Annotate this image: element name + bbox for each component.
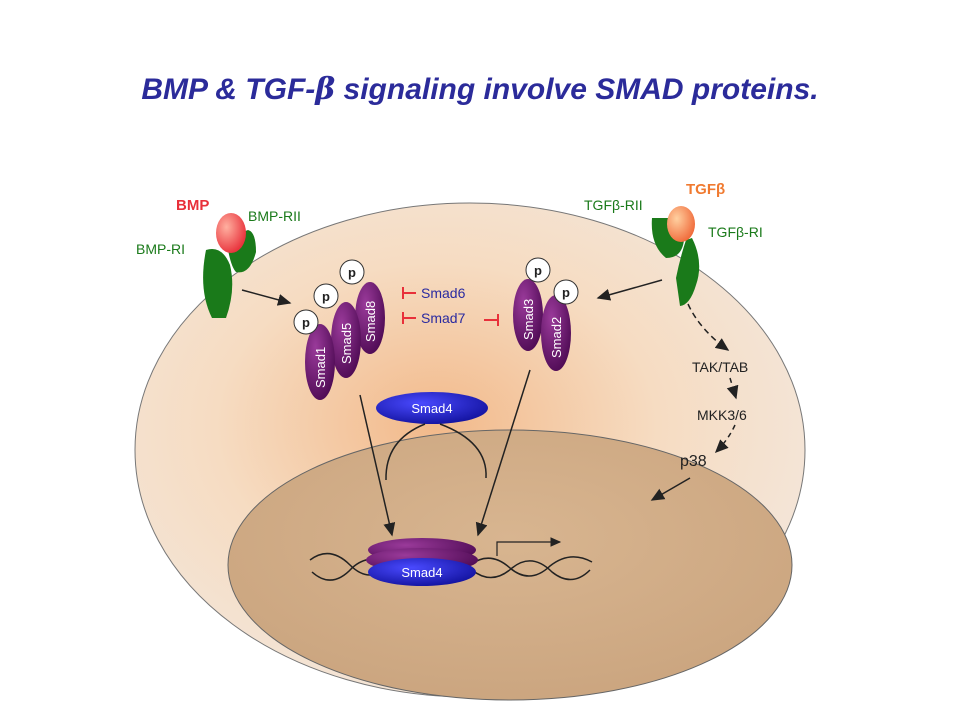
smad4-nucleus-label: Smad4: [401, 565, 442, 580]
inhibit-bar-smad7-right: [484, 314, 499, 326]
tgf-rii-label: TGFβ-RII: [584, 197, 643, 213]
phospho-circle-4: [525, 257, 551, 283]
smad8-shape: [355, 282, 385, 354]
p38-pathway: TAK/TAB MKK3/6 p38: [650, 303, 748, 501]
tgf-ri-receptor: [676, 238, 700, 306]
phospho-label-2: p: [322, 289, 330, 304]
bmp-ri-receptor: [203, 249, 233, 318]
arrow-smad4-left: [385, 423, 426, 481]
title-beta: β: [315, 72, 336, 107]
bmp-label: BMP: [176, 197, 209, 214]
dashed-arrow-mkk-to-p38: [714, 424, 736, 454]
smad8-label: Smad8: [363, 301, 378, 342]
dashed-arrow-tak-to-mkk: [726, 377, 739, 400]
smad1-shape: [305, 324, 335, 400]
smad6-label: Smad6: [421, 285, 466, 301]
bmp-ri-label: BMP-RI: [136, 241, 185, 257]
arrow-tgf-to-smads: [596, 279, 663, 301]
slide-title: BMP & TGF-β signaling involve SMAD prote…: [0, 72, 960, 107]
inhibitor-group: Smad6 Smad7: [402, 285, 499, 326]
arrow-right-smads-to-dna: [475, 369, 531, 537]
smad4-cytoplasm-shape: [376, 392, 488, 424]
smad2-shape: [541, 295, 571, 371]
p38-label: p38: [680, 453, 707, 470]
mkk-label: MKK3/6: [697, 407, 747, 423]
nucleus: [227, 429, 793, 701]
phospho-circle-3: [339, 259, 365, 285]
bmp-rii-label: BMP-RII: [248, 208, 301, 224]
arrow-left-smads-to-dna: [359, 394, 396, 537]
tgf-label: TGFβ: [686, 181, 725, 198]
phospho-circle-5: [553, 279, 579, 305]
phospho-circle-1: [293, 309, 319, 335]
title-suffix: signaling involve SMAD proteins.: [335, 73, 819, 106]
smad-cluster-right: p p Smad3 Smad2: [513, 257, 579, 371]
smad3-label: Smad3: [521, 299, 536, 340]
tgf-rii-receptor: [651, 218, 684, 258]
smad4-cytoplasm-label: Smad4: [411, 401, 452, 416]
phospho-label-5: p: [562, 285, 570, 300]
smad3-shape: [513, 279, 543, 351]
dashed-arrow-receptor-to-tak: [687, 303, 730, 351]
title-prefix: BMP & TGF-: [141, 73, 316, 106]
smad7-label: Smad7: [421, 310, 466, 326]
nuclear-smad-complex: Smad4: [366, 538, 478, 586]
tak-tab-label: TAK/TAB: [692, 359, 748, 375]
phospho-circle-2: [313, 283, 339, 309]
transcription-start-arrow: [496, 537, 562, 556]
tgf-ri-label: TGFβ-RI: [708, 224, 763, 240]
phospho-label-1: p: [302, 315, 310, 330]
smad1-label: Smad1: [313, 347, 328, 388]
smad5-shape: [331, 302, 361, 378]
bmp-ligand: [216, 213, 246, 253]
tgf-receptor-complex: [651, 206, 700, 306]
smad4-nucleus-shape: [368, 558, 476, 586]
inhibit-bar-smad7-left: [402, 312, 416, 324]
arrow-smad4-right: [439, 423, 487, 479]
arrow-p38-to-nucleus: [650, 477, 691, 501]
phospho-label-4: p: [534, 263, 542, 278]
tgf-ligand: [667, 206, 695, 242]
bmp-receptor-complex: [203, 213, 256, 318]
arrow-bmp-to-smads: [241, 289, 292, 306]
smad-cluster-left: p p p Smad1 Smad5 Smad8: [293, 259, 385, 400]
nuclear-arrows: [359, 369, 531, 537]
inhibit-bar-smad6: [402, 287, 416, 299]
smad2-label: Smad2: [549, 317, 564, 358]
smad5-label: Smad5: [339, 323, 354, 364]
phospho-label-3: p: [348, 265, 356, 280]
